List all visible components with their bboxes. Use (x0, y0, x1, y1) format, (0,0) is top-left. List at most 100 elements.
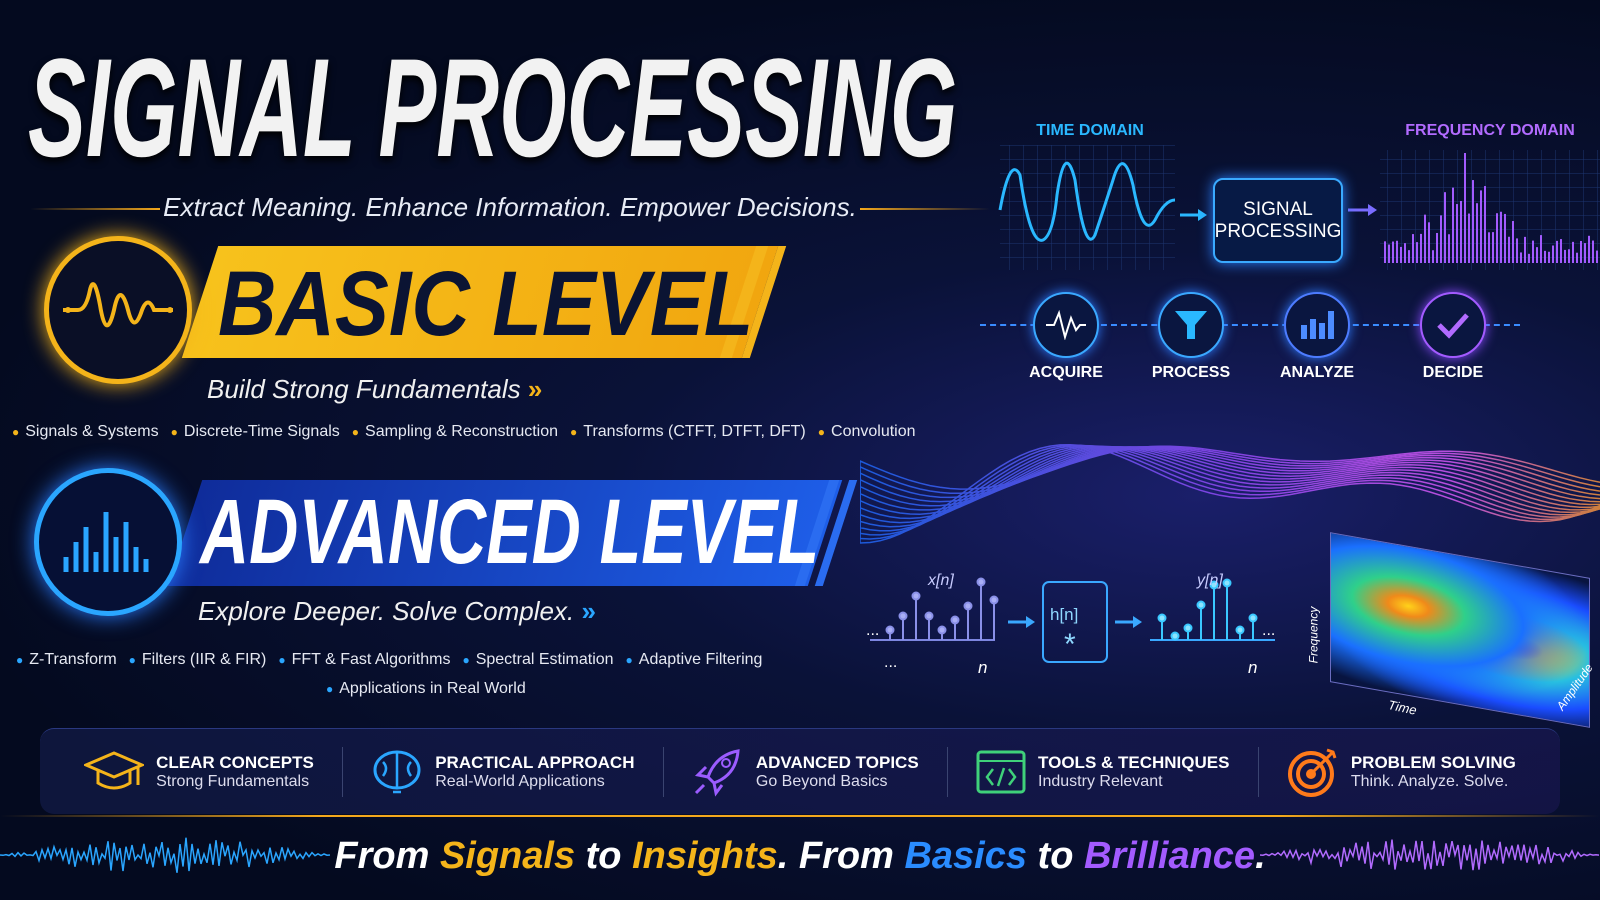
output-signal-label: y[n] (1197, 572, 1223, 590)
feature-advanced-topics: ADVANCED TOPICSGo Beyond Basics (692, 747, 919, 797)
graduation-cap-icon (84, 749, 144, 795)
chevron-right-icon: » (528, 374, 542, 404)
impulse-response-label: h[n] (1050, 605, 1078, 625)
code-window-icon (976, 749, 1026, 795)
feature-title: PRACTICAL APPROACH (435, 753, 634, 773)
feature-practical-approach: PRACTICAL APPROACHReal-World Application… (371, 748, 634, 796)
topic: Discrete-Time Signals (171, 423, 340, 441)
stem-head (926, 613, 933, 620)
slogan-highlight: Brilliance (1084, 835, 1255, 877)
advanced-level-title: ADVANCED LEVEL (200, 486, 819, 578)
chevron-right-icon: » (581, 596, 595, 626)
basic-level-title: BASIC LEVEL (218, 258, 753, 350)
pipeline-label: ACQUIRE (1016, 364, 1116, 382)
divider (947, 747, 948, 797)
topic: Spectral Estimation (462, 651, 613, 669)
divider-line (0, 815, 1600, 817)
pipeline-process (1158, 292, 1224, 358)
feature-title: CLEAR CONCEPTS (156, 753, 314, 773)
stem-head (1185, 625, 1192, 632)
stem-head (1250, 615, 1257, 622)
slogan-highlight: Signals (440, 835, 575, 877)
frequency-axis-label: Frequency (1306, 607, 1320, 664)
stem-head (913, 593, 920, 600)
advanced-topics: Z-Transform Filters (IIR & FIR) FFT & Fa… (16, 651, 762, 669)
stem-head (1224, 580, 1231, 587)
pipeline-analyze (1284, 292, 1350, 358)
slogan-highlight: Insights (632, 835, 778, 877)
feature-subtitle: Industry Relevant (1038, 773, 1229, 791)
waveform-icon (58, 275, 178, 345)
topic: FFT & Fast Algorithms (278, 651, 450, 669)
wave-strand (860, 446, 1600, 489)
pipeline-decide (1420, 292, 1486, 358)
bar-chart-icon (1299, 309, 1335, 341)
features-bar: CLEAR CONCEPTSStrong Fundamentals PRACTI… (40, 728, 1560, 814)
basic-level-badge (44, 236, 192, 384)
topic: Signals & Systems (12, 423, 159, 441)
topic: Applications in Real World (326, 680, 526, 698)
divider (663, 747, 664, 797)
page-title: SIGNAL PROCESSING (28, 38, 957, 178)
topic: Adaptive Filtering (626, 651, 763, 669)
spectrum-bars-icon (58, 507, 158, 577)
funnel-icon (1173, 307, 1209, 343)
stem-head (939, 627, 946, 634)
feature-problem-solving: PROBLEM SOLVINGThink. Analyze. Solve. (1287, 746, 1516, 798)
basic-topics: Signals & Systems Discrete-Time Signals … (12, 423, 916, 441)
topic: Transforms (CTFT, DTFT, DFT) (570, 423, 806, 441)
feature-subtitle: Strong Fundamentals (156, 773, 314, 791)
box-line-1: SIGNAL (1243, 199, 1313, 221)
input-signal-label: x[n] (928, 572, 954, 590)
pipeline-label: PROCESS (1141, 364, 1241, 382)
advanced-level-badge (34, 468, 182, 616)
slogan-text: From (334, 835, 440, 877)
feature-subtitle: Go Beyond Basics (756, 773, 919, 791)
time-domain-label: TIME DOMAIN (1000, 122, 1180, 140)
basic-subtitle: Build Strong Fundamentals (207, 374, 521, 404)
stem-head (1172, 633, 1179, 640)
glowing-wave-graphic (860, 390, 1600, 560)
stem-head (1198, 602, 1205, 609)
feature-title: TOOLS & TECHNIQUES (1038, 753, 1229, 773)
stem-head (1237, 627, 1244, 634)
feature-clear-concepts: CLEAR CONCEPTSStrong Fundamentals (84, 749, 314, 795)
signal-processing-box: SIGNAL PROCESSING (1213, 178, 1343, 263)
slogan-highlight: Basics (904, 835, 1027, 877)
stem-head (991, 597, 998, 604)
topic: Z-Transform (16, 651, 117, 669)
ellipsis: ... (1262, 622, 1275, 640)
slogan-text: to (1027, 835, 1084, 877)
footer-slogan: From Signals to Insights. From Basics to… (0, 835, 1600, 878)
feature-subtitle: Real-World Applications (435, 773, 634, 791)
slogan-text: . (1255, 835, 1266, 877)
slogan-text: to (575, 835, 632, 877)
feature-title: PROBLEM SOLVING (1351, 753, 1516, 773)
frequency-domain-label: FREQUENCY DOMAIN (1380, 122, 1600, 140)
ellipsis: ... (884, 654, 897, 672)
pipeline-acquire (1033, 292, 1099, 358)
stem-head (952, 617, 959, 624)
pipeline-label: ANALYZE (1267, 364, 1367, 382)
stem-head (900, 613, 907, 620)
stem-head (978, 579, 985, 586)
feature-tools-techniques: TOOLS & TECHNIQUESIndustry Relevant (976, 749, 1229, 795)
tagline: Extract Meaning. Enhance Information. Em… (30, 192, 990, 223)
stem-head (887, 627, 894, 634)
axis-label: n (978, 658, 987, 678)
feature-title: ADVANCED TOPICS (756, 753, 919, 773)
convolution-operator: * (1064, 628, 1076, 662)
slogan-text: . From (778, 835, 905, 877)
advanced-subtitle: Explore Deeper. Solve Complex. (198, 596, 574, 626)
divider (342, 747, 343, 797)
target-icon (1287, 746, 1339, 798)
stem-head (1159, 615, 1166, 622)
topic: Sampling & Reconstruction (352, 423, 558, 441)
checkmark-icon (1435, 310, 1471, 340)
feature-subtitle: Think. Analyze. Solve. (1351, 773, 1516, 791)
box-line-2: PROCESSING (1215, 221, 1342, 243)
rocket-icon (692, 747, 744, 797)
pipeline-label: DECIDE (1403, 364, 1503, 382)
topic: Filters (IIR & FIR) (129, 651, 267, 669)
axis-label: n (1248, 658, 1257, 678)
